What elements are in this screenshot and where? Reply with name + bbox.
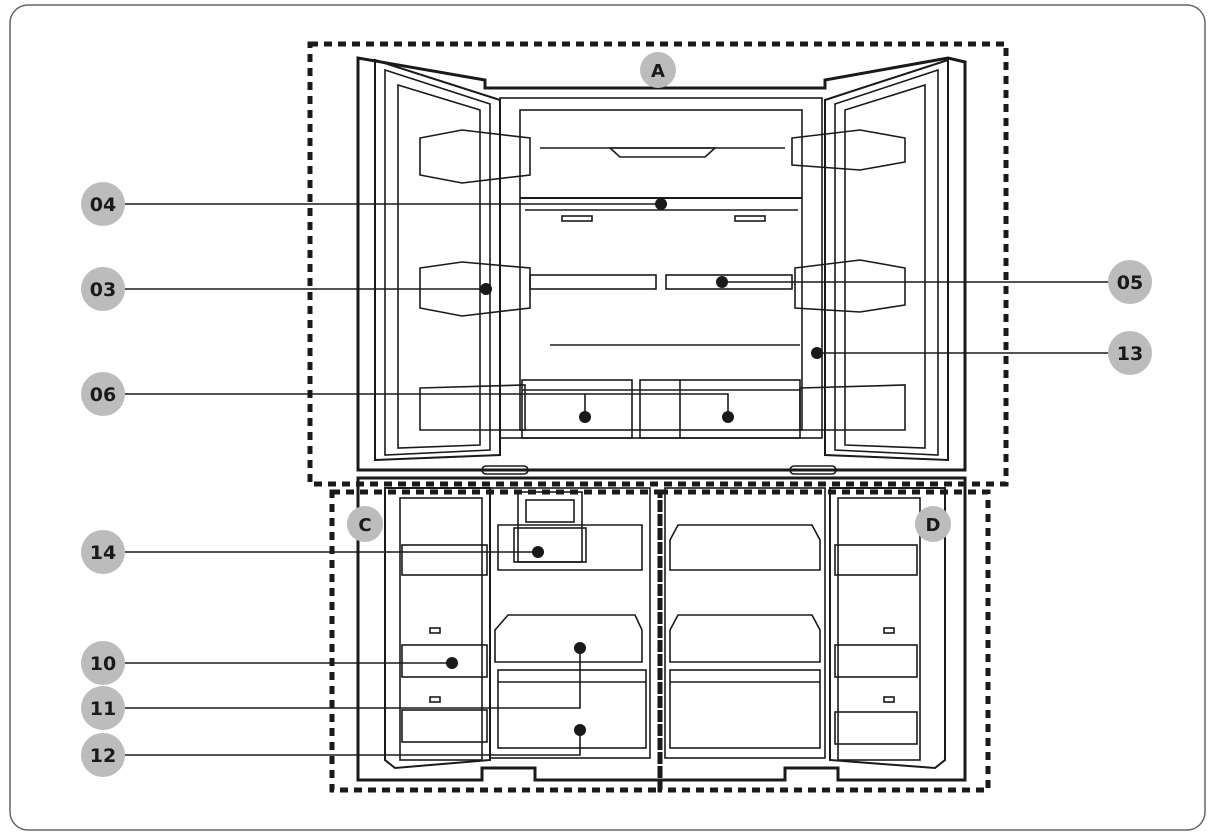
- callout-04: 04: [81, 182, 125, 226]
- callout-03: 03: [81, 267, 125, 311]
- zone-badge-a: A: [640, 52, 676, 88]
- callout-label-06: 06: [90, 384, 116, 406]
- callout-label-03: 03: [90, 279, 116, 301]
- zone-outlines: [307, 41, 1009, 793]
- zone-a-outline: [307, 41, 1009, 487]
- callout-11: 11: [81, 686, 125, 730]
- callout-12: 12: [81, 733, 125, 777]
- diagram-border: [9, 4, 1206, 831]
- callout-06: 06: [81, 372, 125, 416]
- callout-10: 10: [81, 641, 125, 685]
- callout-13: 13: [1108, 331, 1152, 375]
- callout-label-12: 12: [90, 745, 116, 767]
- fridge-compartment: [356, 56, 967, 475]
- callout-05: 05: [1108, 260, 1152, 304]
- callout-label-13: 13: [1117, 343, 1143, 365]
- zone-label-c: C: [358, 515, 371, 536]
- zone-label-d: D: [926, 515, 941, 536]
- callout-label-04: 04: [90, 194, 116, 216]
- pointer-dots: [446, 198, 823, 736]
- zone-label-a: A: [651, 61, 665, 82]
- zone-d-outline: [657, 489, 991, 793]
- callout-label-11: 11: [90, 698, 116, 720]
- freezer-compartment: [356, 476, 967, 782]
- callout-14: 14: [81, 530, 125, 574]
- zone-badge-c: C: [347, 506, 383, 542]
- zone-c-outline: [329, 489, 663, 793]
- callout-label-10: 10: [90, 653, 116, 675]
- callout-label-05: 05: [1117, 272, 1143, 294]
- zone-badge-d: D: [915, 506, 951, 542]
- callout-label-14: 14: [90, 542, 116, 564]
- leader-lines: [125, 203, 1112, 756]
